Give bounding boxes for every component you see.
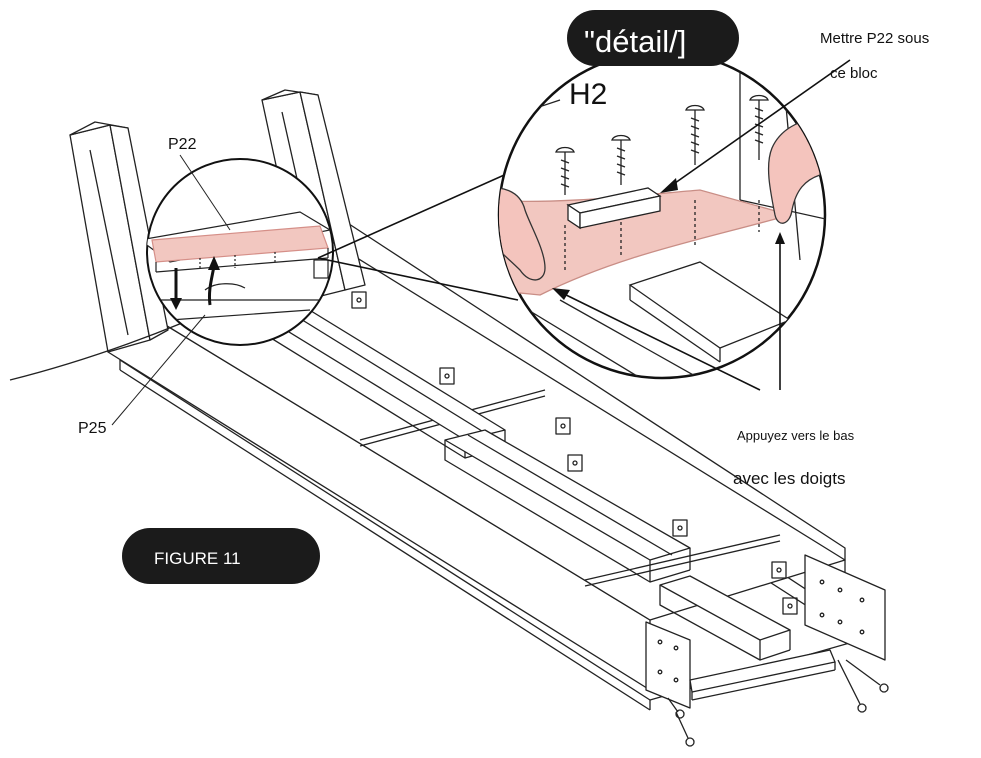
- pointer-arrow-press-right: [775, 232, 785, 390]
- instruction-press-line1: Appuyez vers le bas: [737, 428, 855, 443]
- rear-end-panel-right: [804, 554, 886, 661]
- screw-4: [749, 94, 769, 160]
- fastener-label-h2: H2: [569, 78, 607, 111]
- channel-beam-2: [444, 429, 691, 583]
- corner-bracket-2: [439, 367, 455, 385]
- corner-bracket-5: [672, 519, 688, 537]
- part-label-p22: P22: [168, 136, 197, 153]
- leveling-foot-2: [675, 711, 695, 747]
- screw-3: [685, 104, 705, 165]
- zoom-connector-lines: [317, 167, 521, 301]
- corner-bracket-7: [782, 597, 798, 615]
- detail-tag-text: "détail/]: [584, 24, 686, 59]
- press-arrow-down: [170, 268, 182, 310]
- instruction-press-line2: avec les doigts: [733, 469, 845, 488]
- rear-end-panel-left: [645, 621, 691, 709]
- part-label-p25: P25: [78, 420, 107, 437]
- screw-2: [611, 134, 631, 185]
- corner-bracket-6: [771, 561, 787, 579]
- figure-badge-text: FIGURE 11: [154, 549, 241, 568]
- instruction-place-line2: ce bloc: [830, 65, 878, 82]
- leader-line-p25: [111, 314, 206, 426]
- leveling-foot-4: [845, 659, 889, 693]
- corner-bracket-1: [351, 291, 367, 309]
- corner-bracket-3: [555, 417, 571, 435]
- frame-assembly: [9, 89, 889, 747]
- leveling-foot-3: [837, 659, 867, 713]
- detail-tag: "détail/]: [567, 10, 739, 66]
- divider-2: [584, 534, 781, 581]
- pointer-arrow-block: [660, 59, 851, 193]
- block-h2: [566, 187, 662, 230]
- leveling-foot-1: [667, 697, 685, 719]
- zoom-circle-detail: [497, 50, 851, 391]
- figure-badge: FIGURE 11: [122, 528, 320, 584]
- pointer-arrow-press-left: [552, 288, 761, 391]
- zoom-circle-small: [146, 158, 334, 346]
- thumb-right: [767, 119, 821, 224]
- channel-beam-3: [659, 575, 791, 661]
- corner-bracket-4: [567, 454, 583, 472]
- press-arrow-up: [208, 256, 220, 306]
- screw-1: [555, 146, 575, 195]
- leader-line-p22: [179, 154, 231, 231]
- instruction-place-line1: Mettre P22 sous: [820, 30, 929, 47]
